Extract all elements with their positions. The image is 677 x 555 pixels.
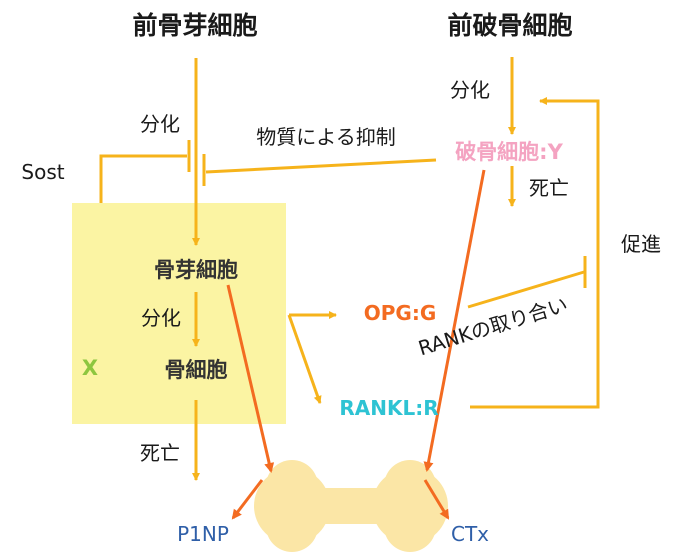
- promote-loop: [470, 97, 600, 409]
- diff-osteocyte-label: 分化: [141, 306, 181, 330]
- rank-competition: [467, 256, 587, 309]
- pre-osteoblast-label: 前骨芽細胞: [132, 11, 257, 40]
- osteocyte-death-label: 死亡: [140, 441, 180, 465]
- osteoclast-death-label: 死亡: [529, 176, 569, 200]
- x-label: X: [82, 356, 98, 380]
- bone-icon: [254, 460, 448, 552]
- suppression-label: 物質による抑制: [256, 125, 395, 149]
- ctx-label: CTx: [451, 522, 489, 546]
- osteoclast-label: 破骨細胞:Y: [455, 140, 563, 164]
- arrow-bone-to-ctx: [423, 479, 450, 520]
- diff-osteoclast-label: 分化: [450, 78, 490, 102]
- osteoblast-label: 骨芽細胞: [154, 258, 238, 282]
- p1np-label: P1NP: [177, 522, 229, 546]
- diff-osteoblast-label: 分化: [140, 112, 180, 136]
- osteoclast-inhibition: [202, 154, 437, 186]
- arrow-bone-to-p1np: [231, 479, 264, 520]
- rank-binding-label: RANKの取り合い: [415, 292, 570, 360]
- pre-osteoclast-label: 前破骨細胞: [447, 11, 572, 40]
- sost-inhibition: [99, 140, 191, 203]
- opg-label: OPG:G: [364, 301, 437, 325]
- arrow-ob-to-bone: [226, 284, 275, 473]
- promote-label: 促進: [621, 232, 661, 256]
- arrow-oc-to-bone: [423, 169, 486, 472]
- sost-label: Sost: [21, 160, 64, 184]
- osteoblast-to-opg-rankl: [287, 311, 337, 404]
- osteocyte-label: 骨細胞: [165, 358, 228, 382]
- rankl-label: RANKL:R: [339, 396, 438, 420]
